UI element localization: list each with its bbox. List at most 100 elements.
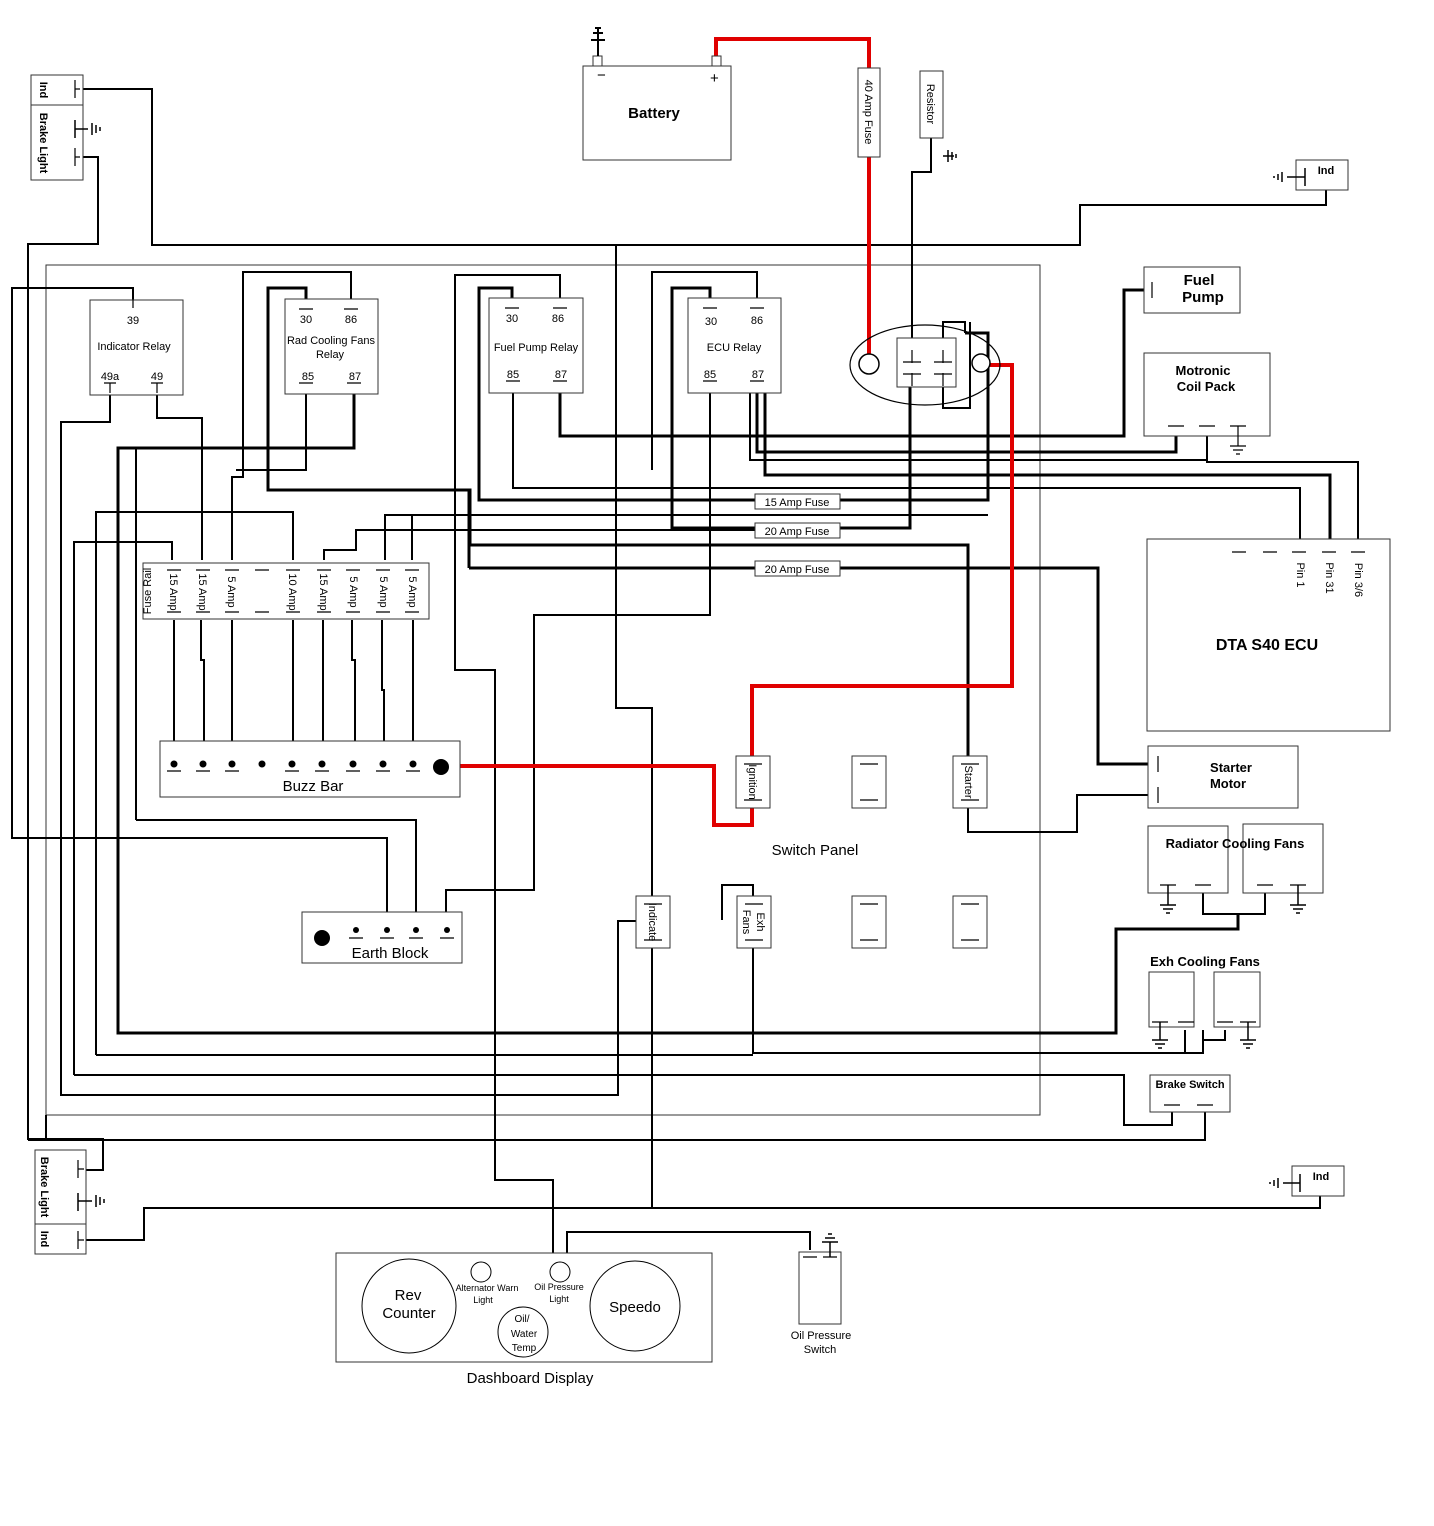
switch-exh-fans[interactable]: Exh Fans	[736, 895, 772, 949]
inline-fuse-20a: 20 Amp Fuse	[754, 522, 841, 539]
switch-label-line2: Fans	[740, 910, 752, 935]
brake-switch-label: Brake Switch	[1155, 1079, 1224, 1091]
rear-light-top-left: Ind Brake Light	[30, 74, 101, 181]
svg-text:Counter: Counter	[382, 1305, 435, 1322]
ind-label: Ind	[1313, 1171, 1330, 1183]
fuse-rail-label: Fuse Rail	[142, 568, 154, 614]
switch-blank-2[interactable]	[851, 895, 887, 949]
relay-pin: 39	[127, 315, 139, 327]
relay-name: Rad Cooling Fans	[287, 335, 376, 347]
wiring-power-feed	[441, 37, 1014, 827]
svg-text:15 Amp Fuse: 15 Amp Fuse	[765, 497, 830, 509]
fuse-label: 5 Amp	[406, 576, 418, 607]
oil-water-temp-gauge: Oil/ Water Temp	[497, 1306, 549, 1358]
dta-s40-ecu: Pin 1 Pin 31 Pin 3/6 DTA S40 ECU	[1146, 538, 1391, 732]
fuse-40a	[857, 67, 881, 158]
dashboard-display: Rev Counter Alternator Warn Light Oil Pr…	[335, 1252, 713, 1363]
fuse-label: 15 Amp	[167, 573, 179, 610]
ecu-pin: Pin 1	[1294, 562, 1306, 587]
ground-icon	[1152, 1022, 1168, 1049]
fuse-label: 10 Amp	[286, 573, 298, 610]
ground-icon	[74, 120, 101, 138]
fuse-label: 5 Amp	[225, 576, 237, 607]
battery-label: Battery	[628, 105, 680, 122]
svg-text:Pump: Pump	[1182, 289, 1224, 306]
fuse-label: 15 Amp	[317, 573, 329, 610]
svg-text:Water: Water	[511, 1329, 538, 1340]
panel-enclosure	[45, 264, 1041, 1116]
relay-pin: 85	[704, 369, 716, 381]
switch-indicate[interactable]: Indicate	[635, 895, 671, 949]
relay-pin: 87	[555, 369, 567, 381]
rad-cooling-fans-relay: 30 86 Rad Cooling Fans Relay 85 87	[284, 298, 379, 395]
switch-label: Starter	[962, 765, 974, 798]
ignition-relay-cluster	[849, 324, 1001, 406]
ecu-relay: 30 86 ECU Relay 85 87	[687, 297, 782, 394]
relay-pin: 87	[349, 371, 361, 383]
relay-pin: 30	[300, 314, 312, 326]
ind-label: Ind	[37, 82, 49, 99]
wiring-black	[11, 88, 1359, 1265]
switch-blank-1[interactable]	[851, 755, 887, 809]
relay-name-line2: Relay	[316, 349, 345, 361]
dashboard-label: Dashboard Display	[467, 1370, 594, 1387]
speedo: Speedo	[589, 1260, 681, 1352]
switch-label: Exh	[754, 913, 766, 932]
indicator-relay: 39 Indicator Relay 49a 49	[89, 299, 184, 396]
brake-light-label: Brake Light	[38, 1157, 50, 1218]
inline-fuse-15a: 15 Amp Fuse	[754, 493, 841, 510]
ground-icon	[77, 1193, 105, 1211]
resistor	[919, 70, 944, 139]
ground-icon	[1160, 885, 1176, 914]
svg-text:Oil Pressure: Oil Pressure	[534, 1282, 584, 1292]
buzz-bar: Buzz Bar	[159, 740, 461, 798]
relay-pin: 30	[506, 313, 518, 325]
svg-text:Alternator Warn: Alternator Warn	[456, 1283, 519, 1293]
switch-ignition[interactable]: Ignition	[735, 755, 771, 809]
svg-text:Starter: Starter	[1210, 760, 1252, 775]
fuel-pump: Fuel Pump	[1143, 266, 1241, 314]
motronic-coil-pack: Motronic Coil Pack	[1143, 352, 1271, 455]
svg-text:Switch: Switch	[804, 1344, 836, 1356]
fuse-label: 5 Amp	[347, 576, 359, 607]
svg-text:20 Amp Fuse: 20 Amp Fuse	[765, 526, 830, 538]
relay-pin: 87	[752, 369, 764, 381]
starter-motor: Starter Motor	[1147, 745, 1299, 809]
ind-light-bottom-right: Ind	[1269, 1165, 1345, 1197]
svg-text:Motronic: Motronic	[1176, 363, 1231, 378]
fuel-pump-relay: 30 86 Fuel Pump Relay 85 87	[488, 297, 584, 394]
fuse-rail: Fuse Rail 15 Amp 15 Amp 5 Amp 10 Amp 15 …	[142, 562, 430, 620]
relay-name: Indicator Relay	[97, 341, 171, 353]
svg-text:Speedo: Speedo	[609, 1299, 661, 1316]
brake-switch: Brake Switch	[1149, 1074, 1231, 1113]
svg-text:Light: Light	[549, 1294, 569, 1304]
relay-pin: 85	[507, 369, 519, 381]
svg-text:Motor: Motor	[1210, 776, 1246, 791]
relay-pin: 85	[302, 371, 314, 383]
relay-pin: 49a	[101, 371, 120, 383]
fuse-label: 5 Amp	[377, 576, 389, 607]
resistor-label: Resistor	[924, 84, 936, 125]
battery-ground-icon	[591, 27, 605, 56]
battery-negative: −	[597, 67, 606, 84]
ground-icon	[1290, 885, 1306, 914]
ecu-pin: Pin 3/6	[1352, 563, 1364, 597]
alternator-warn-light: Alternator Warn Light	[456, 1261, 519, 1305]
ind-light-top-right: Ind	[1273, 159, 1349, 191]
inline-fuse-20a-2: 20 Amp Fuse	[754, 560, 841, 577]
switch-starter[interactable]: Starter	[952, 755, 988, 809]
svg-text:Oil Pressure: Oil Pressure	[791, 1330, 852, 1342]
rear-light-bottom-left: Brake Light Ind	[34, 1149, 105, 1255]
ground-icon	[1269, 1174, 1301, 1192]
ind-label: Ind	[1318, 165, 1335, 177]
ecu-label: DTA S40 ECU	[1216, 637, 1318, 654]
oil-pressure-light: Oil Pressure Light	[534, 1261, 584, 1304]
resistor-ground-icon	[943, 150, 957, 162]
buzz-bar-label: Buzz Bar	[283, 778, 344, 795]
ground-icon	[822, 1233, 838, 1257]
svg-text:Light: Light	[473, 1295, 493, 1305]
ind-label: Ind	[38, 1231, 50, 1248]
exh-cooling-fans: Exh Cooling Fans	[1148, 954, 1261, 1049]
switch-blank-3[interactable]	[952, 895, 988, 949]
